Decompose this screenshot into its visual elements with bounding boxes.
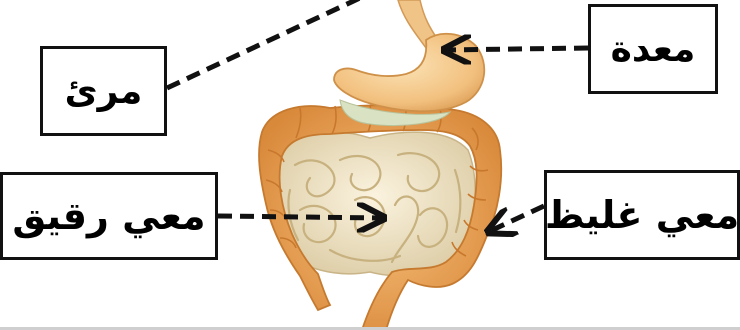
label-box-stomach: معدة [588, 4, 718, 94]
label-box-small-intestine: معي رقيق [0, 172, 218, 260]
arrow-stomach [444, 48, 588, 50]
label-box-large-intestine: معي غليظ [544, 170, 740, 260]
arrow-esophagus [167, 0, 360, 88]
stomach-shape [334, 34, 484, 112]
label-stomach: معدة [611, 29, 696, 70]
label-small-intestine: معي رقيق [12, 194, 205, 238]
label-box-esophagus: مرئ [40, 46, 167, 136]
small-intestine-shape [273, 132, 475, 275]
label-large-intestine: معي غليظ [545, 193, 739, 237]
label-esophagus: مرئ [65, 71, 143, 112]
